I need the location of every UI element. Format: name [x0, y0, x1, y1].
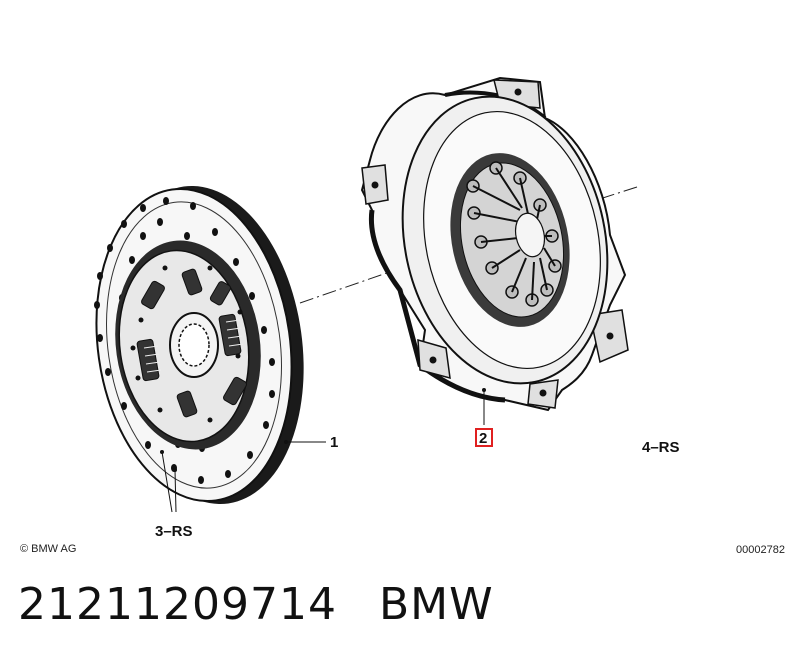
brand-name: BMW: [378, 579, 494, 630]
callout-part-2-highlight: [475, 428, 493, 447]
clutch-disc: [94, 185, 304, 505]
drawing-number: 00002782: [736, 544, 785, 556]
callout-part-2: 2: [479, 430, 487, 447]
part-number: 21211209714: [18, 579, 337, 630]
pressure-plate: [360, 76, 629, 412]
copyright-label: © BMW AG: [20, 543, 76, 555]
callout-part-1: 1: [330, 434, 338, 451]
callout-part-4: 4–RS: [642, 439, 680, 456]
leader-lines: [161, 390, 485, 513]
callout-part-3: 3–RS: [155, 523, 193, 540]
